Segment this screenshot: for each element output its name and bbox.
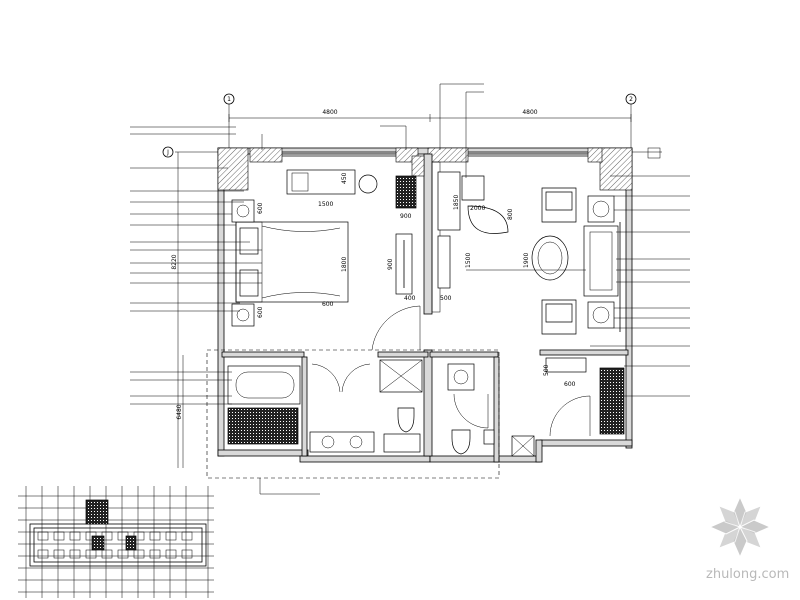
svg-text:600: 600 [257,202,264,214]
exterior-walls [217,147,662,463]
interior-walls [221,153,629,463]
powder-room [447,357,625,457]
grid-tag-1-label: 1 [227,96,231,103]
svg-text:2000: 2000 [470,205,485,212]
grid-axes: 1 2 J 4800 4800 [162,93,637,158]
side-table-bottom [587,301,615,329]
desk [286,169,356,195]
svg-text:1800: 1800 [341,257,348,272]
dimension-left-total: 8220 [171,254,178,269]
bedroom [231,169,421,351]
powder-sink [447,363,475,391]
svg-text:600: 600 [257,306,264,318]
grid-tag-2 [625,93,637,105]
coffee-table [531,235,569,281]
svg-text:500: 500 [543,364,550,376]
shower-tray [227,407,299,445]
armchair-bottom [541,299,577,335]
bedroom-door [371,305,421,351]
svg-text:1500: 1500 [318,201,333,208]
svg-text:600: 600 [322,301,334,308]
svg-text:1500: 1500 [465,253,472,268]
bathtub [227,365,301,405]
annotation-leaders [130,83,690,405]
wardrobe [599,367,625,435]
luggage-rack [395,175,417,209]
dimension-left-bath: 6480 [176,404,183,419]
living-room [437,171,621,335]
dimension-top-left: 4800 [322,109,337,116]
armchair-desk [461,175,485,201]
vanity [309,431,375,453]
desk-chair [358,174,378,194]
svg-text:400: 400 [404,295,416,302]
key-plan-outline [29,523,207,567]
watermark-text: zhulong.com [706,567,789,582]
nightstand-top [231,199,255,223]
svg-text:500: 500 [440,295,452,302]
left-dimensions: 8220 6480 [171,152,184,468]
minibar [545,357,587,373]
svg-text:450: 450 [341,172,348,184]
svg-text:1850: 1850 [453,195,460,210]
watermark-logo-icon [708,495,772,559]
bathroom [227,359,423,453]
grid-tag-j [162,146,174,158]
grid-tag-2-label: 2 [629,96,633,103]
armchair-top [541,187,577,223]
key-plan-highlight [85,499,109,525]
svg-text:800: 800 [507,208,514,220]
side-table-top [587,195,615,223]
sofa [583,225,619,297]
svg-text:600: 600 [564,381,576,388]
dimension-top-right: 4800 [522,109,537,116]
nightstand-bottom [231,303,255,327]
svg-text:900: 900 [387,258,394,270]
writing-desk [437,171,461,231]
key-plan [18,486,214,598]
inner-dimensions: 1500 450 600 1800 900 400 600 1850 2000 … [257,172,576,388]
svg-text:1900: 1900 [523,253,530,268]
lounge-chair [467,205,509,234]
toilet-powder [451,429,471,455]
grid-tag-1 [223,93,235,105]
entry-door [549,395,591,437]
svg-text:900: 900 [400,213,412,220]
toilet-main [397,407,415,433]
grid-tag-j-label: J [166,149,169,156]
